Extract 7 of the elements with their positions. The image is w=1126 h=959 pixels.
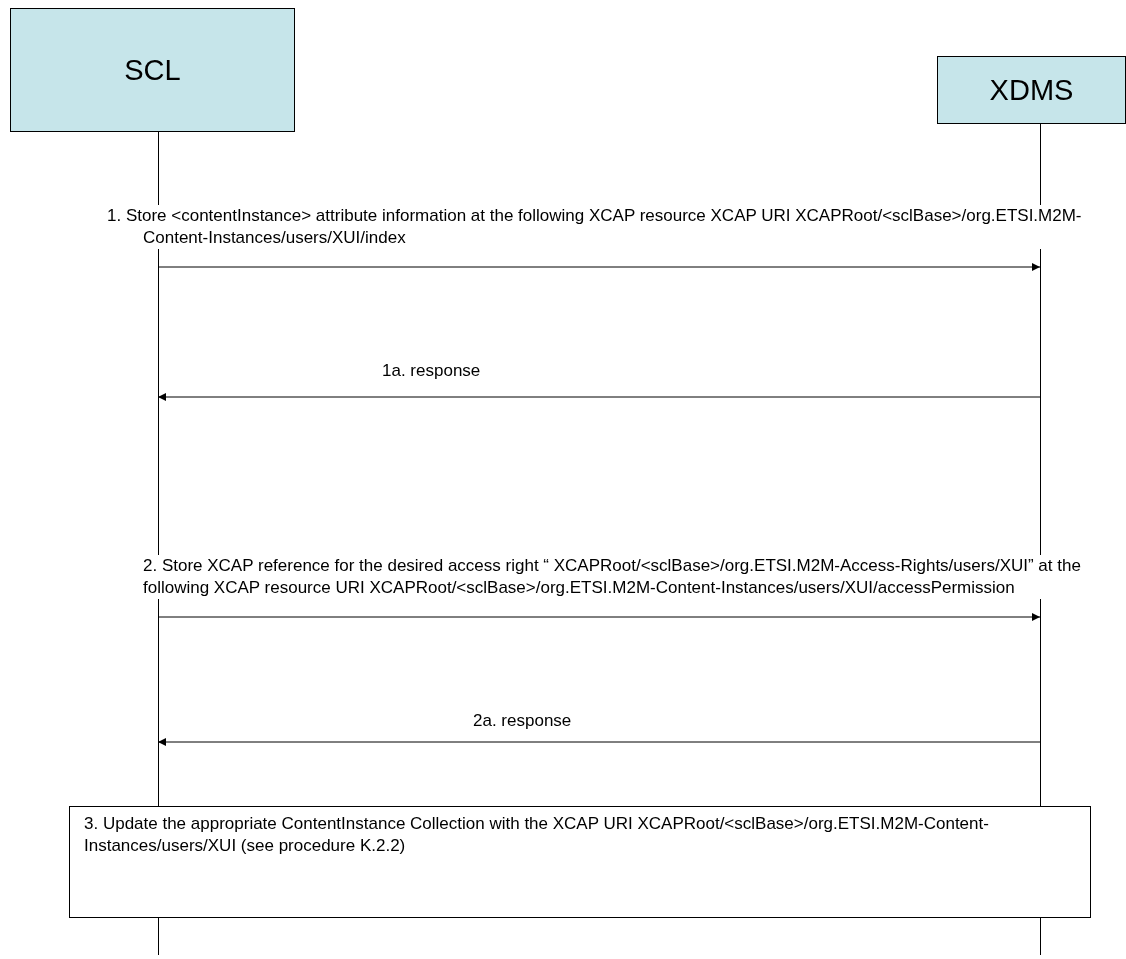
message-arrow — [157, 393, 1041, 401]
participant-box: XDMS — [937, 56, 1126, 124]
message-arrow — [157, 738, 1041, 746]
note-box: 3. Update the appropriate ContentInstance Collection with the XCAP URI XCAPRoot/<sclBase>/org.ETSI.M2M-Content-Instances/users/XUI (see procedure K.2.2) — [69, 806, 1091, 918]
message-arrow — [157, 263, 1041, 271]
message-arrow — [157, 613, 1041, 621]
participant-box: SCL — [10, 8, 295, 132]
